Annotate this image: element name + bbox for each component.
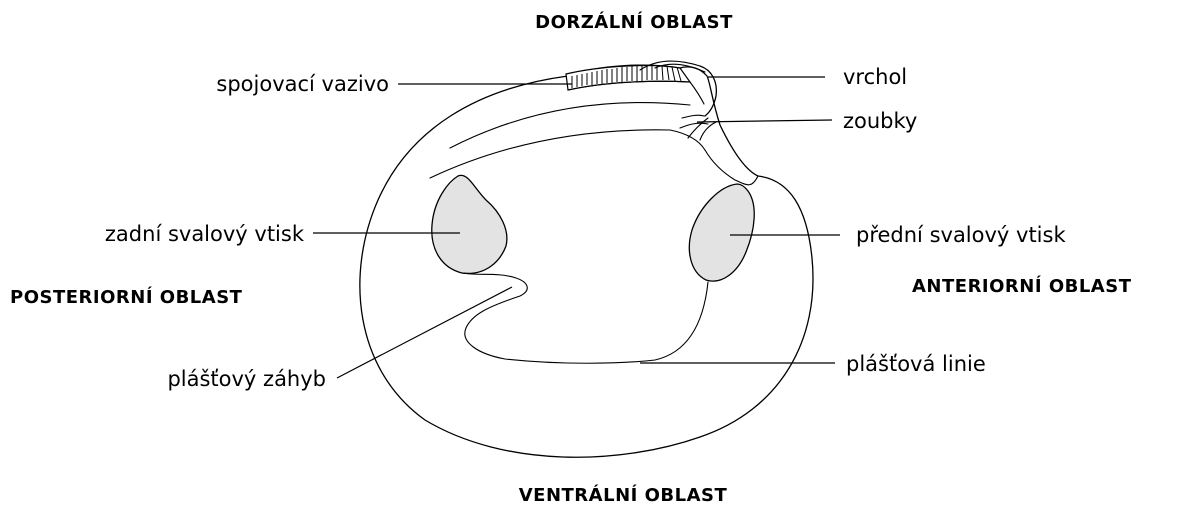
teeth-label: zoubky [843, 109, 917, 133]
pallial-line [462, 273, 708, 363]
posterior-muscle-scar [432, 175, 507, 273]
teeth-leader [697, 120, 832, 122]
dorsal-region-label: DORZÁLNÍ OBLAST [535, 11, 733, 33]
ligament-label: spojovací vazivo [216, 72, 389, 96]
hinge-plate-line [450, 103, 690, 148]
ventral-region-label: VENTRÁLNÍ OBLAST [519, 484, 728, 506]
pallial-sinus-leader [337, 287, 512, 378]
shell-outline [360, 65, 813, 457]
anterior-muscle-scar [689, 184, 754, 281]
pallial-line-label: plášťová linie [846, 352, 986, 376]
anterior-region-label: ANTERIORNÍ OBLAST [912, 275, 1132, 297]
anterior-hinge-line [705, 150, 758, 185]
posterior-scar-label: zadní svalový vtisk [105, 222, 305, 246]
posterior-region-label: POSTERIORNÍ OBLAST [10, 286, 243, 308]
pallial-sinus-label: plášťový záhyb [167, 367, 326, 391]
hinge-plate-line-lower [430, 130, 705, 178]
umbo [700, 66, 716, 116]
anterior-scar-label: přední svalový vtisk [856, 223, 1066, 247]
umbo-label: vrchol [843, 65, 907, 89]
hinge-teeth [680, 115, 716, 140]
